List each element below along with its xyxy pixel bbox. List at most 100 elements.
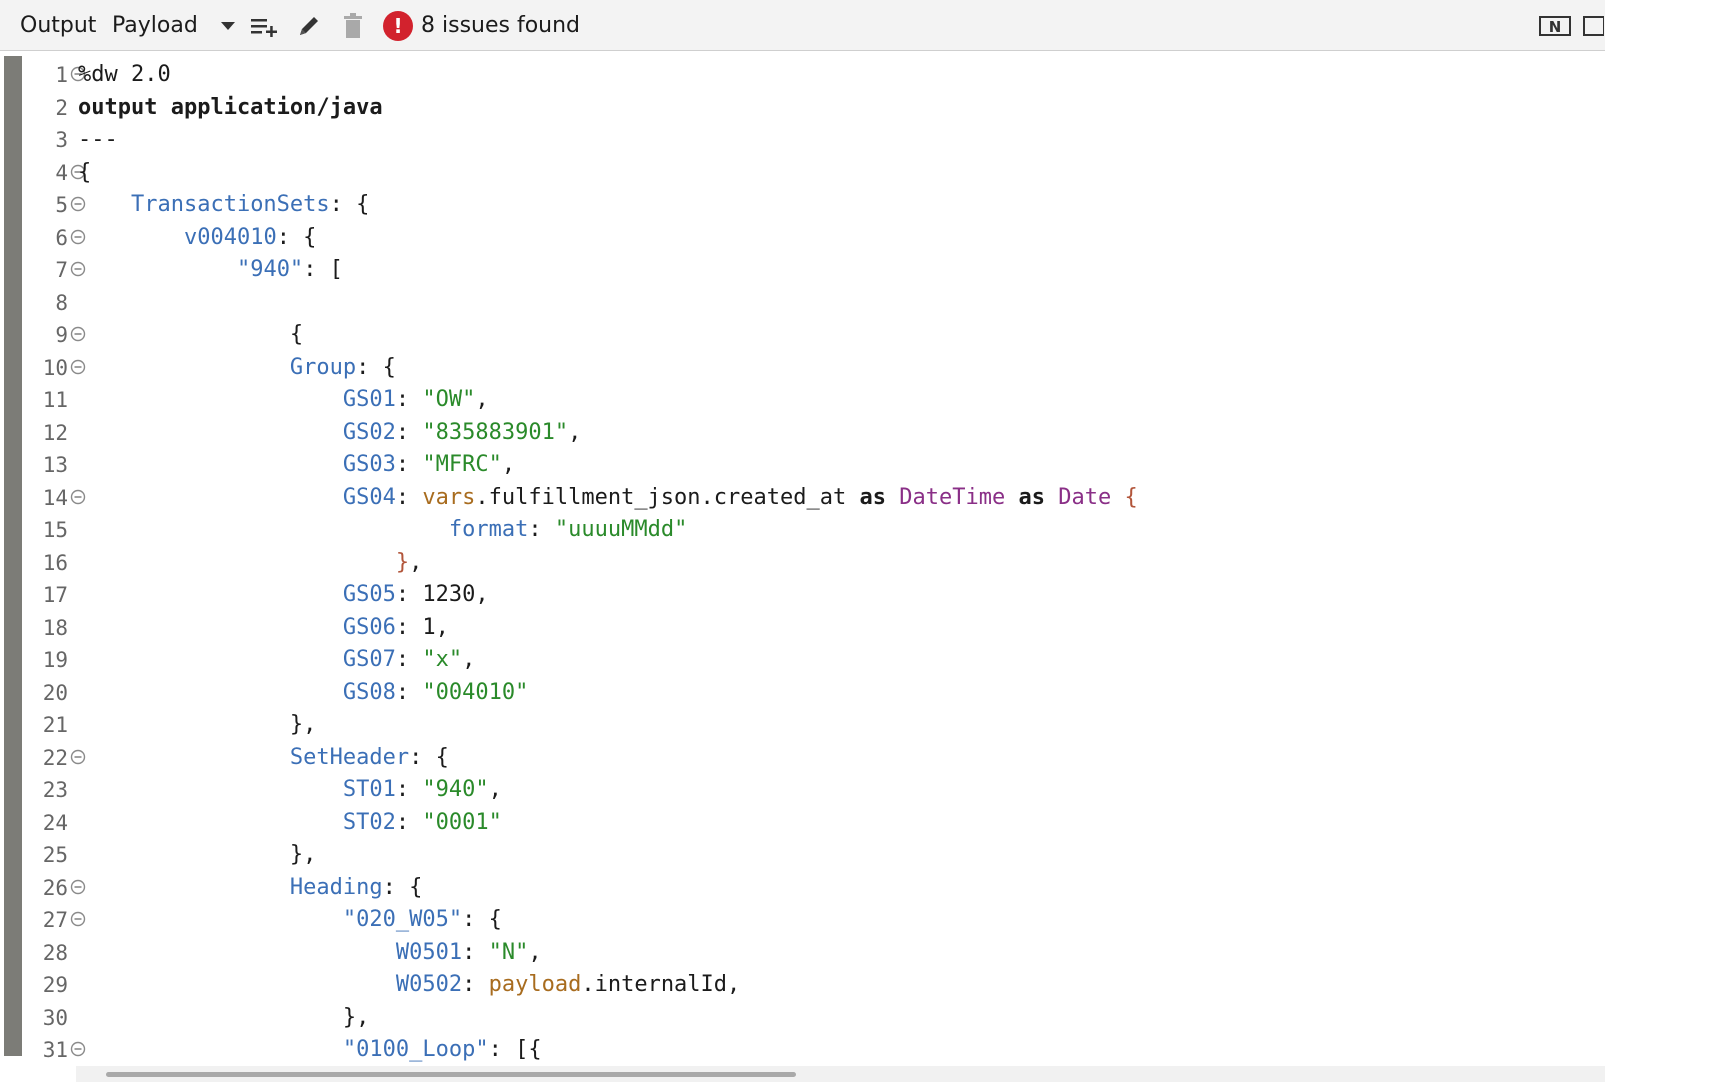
line-number: 18 xyxy=(42,615,68,640)
fold-icon[interactable] xyxy=(70,911,86,927)
code-text[interactable]: }, xyxy=(78,709,317,742)
code-text[interactable]: GS04: vars.fulfillment_json.created_at a… xyxy=(78,482,1138,515)
code-token: "0100_Loop" xyxy=(342,1037,489,1062)
code-token: as xyxy=(859,484,886,510)
trash-icon[interactable] xyxy=(340,12,366,40)
code-token: --- xyxy=(78,127,118,152)
fold-icon[interactable] xyxy=(70,879,86,895)
append-lines-icon[interactable] xyxy=(248,12,280,40)
scrollbar-thumb[interactable] xyxy=(106,1072,796,1077)
code-token xyxy=(78,680,343,705)
fold-icon[interactable] xyxy=(70,164,86,180)
line-number: 6 xyxy=(55,225,68,250)
line-number: 25 xyxy=(42,843,68,867)
code-token: { xyxy=(78,322,304,347)
code-text[interactable]: GS08: "004010" xyxy=(78,677,528,710)
code-text[interactable]: { xyxy=(78,157,91,190)
code-text[interactable]: %dw 2.0 xyxy=(78,59,171,92)
fold-icon[interactable] xyxy=(70,326,86,342)
horizontal-scrollbar[interactable] xyxy=(76,1066,1605,1082)
code-token: , xyxy=(568,419,582,445)
code-token: : xyxy=(395,419,423,445)
code-token: : { xyxy=(329,192,370,217)
line-number: 26 xyxy=(42,875,68,900)
error-icon: ! xyxy=(383,11,413,41)
fold-icon[interactable] xyxy=(70,196,86,212)
code-token: output application/java xyxy=(78,94,383,120)
fold-icon[interactable] xyxy=(70,229,86,245)
line-number: 4 xyxy=(55,160,68,185)
target-selector[interactable]: Payload xyxy=(112,13,198,38)
n-view-icon[interactable]: N xyxy=(1538,12,1572,40)
issues-count-text[interactable]: 8 issues found xyxy=(421,13,581,38)
fold-icon[interactable] xyxy=(70,261,86,277)
code-text[interactable]: SetHeader: { xyxy=(78,742,449,775)
fold-icon[interactable] xyxy=(70,1041,86,1057)
code-token: SetHeader xyxy=(289,744,410,770)
code-token: payload xyxy=(488,972,582,997)
code-text[interactable]: }, xyxy=(78,547,423,580)
code-token xyxy=(78,355,290,380)
code-token: "004010" xyxy=(422,679,529,705)
code-text[interactable] xyxy=(78,287,91,320)
code-text[interactable]: v004010: { xyxy=(78,222,316,255)
panel-icon[interactable] xyxy=(1582,12,1604,40)
code-text[interactable]: GS02: "835883901", xyxy=(78,417,581,450)
fold-icon[interactable] xyxy=(70,749,86,765)
code-token: : { xyxy=(276,224,317,250)
code-text[interactable]: GS01: "OW", xyxy=(78,384,489,417)
code-text[interactable]: "020_W05": { xyxy=(78,904,502,937)
fold-icon[interactable] xyxy=(70,489,86,505)
code-token: "N" xyxy=(488,939,529,965)
code-text[interactable]: GS06: 1, xyxy=(78,612,449,645)
code-text[interactable]: output application/java xyxy=(78,92,383,125)
line-number: 12 xyxy=(42,420,68,445)
code-text[interactable]: ST02: "0001" xyxy=(78,807,502,840)
code-text[interactable]: W0501: "N", xyxy=(78,937,542,970)
code-text[interactable]: GS07: "x", xyxy=(78,644,475,677)
code-text[interactable]: format: "uuuuMMdd" xyxy=(78,514,687,547)
code-token xyxy=(78,777,343,802)
line-number: 29 xyxy=(42,973,68,997)
code-text[interactable]: W0502: payload.internalId, xyxy=(78,969,740,1002)
fold-icon[interactable] xyxy=(70,359,86,375)
line-number: 10 xyxy=(42,355,68,380)
svg-text:N: N xyxy=(1549,18,1562,36)
code-text[interactable]: GS03: "MFRC", xyxy=(78,449,515,482)
code-token xyxy=(78,940,396,965)
code-token: : { xyxy=(382,874,423,900)
code-text[interactable]: "940": [ xyxy=(78,254,343,287)
code-text[interactable]: { xyxy=(78,319,303,352)
code-text[interactable]: Heading: { xyxy=(78,872,422,905)
code-text[interactable]: }, xyxy=(78,839,317,872)
code-token xyxy=(78,745,290,770)
code-token: : 1230, xyxy=(395,582,489,607)
code-text[interactable]: "0100_Loop": [{ xyxy=(78,1034,542,1062)
code-token: , xyxy=(488,777,502,802)
code-text[interactable]: Group: { xyxy=(78,352,396,385)
pencil-icon[interactable] xyxy=(294,12,324,40)
code-token: W0502 xyxy=(395,972,463,997)
code-token: "940" xyxy=(422,777,489,802)
code-token: .fulfillment_json.created_at xyxy=(475,484,860,510)
code-token: "uuuuMMdd" xyxy=(554,517,688,542)
code-text[interactable]: ST01: "940", xyxy=(78,774,502,807)
fold-icon[interactable] xyxy=(70,66,86,82)
code-token: : xyxy=(462,972,489,997)
code-text[interactable]: }, xyxy=(78,1002,370,1035)
code-token: v004010 xyxy=(183,224,277,250)
code-token: : xyxy=(395,647,423,672)
code-token: }, xyxy=(78,842,317,867)
code-text[interactable]: TransactionSets: { xyxy=(78,189,369,222)
code-token: { xyxy=(1124,484,1138,510)
code-token: GS08 xyxy=(342,679,396,705)
dropdown-arrow-icon[interactable] xyxy=(216,12,240,40)
code-token xyxy=(78,615,343,640)
code-token: : xyxy=(395,679,423,705)
code-token: } xyxy=(395,549,410,575)
code-token: "940" xyxy=(236,257,304,282)
code-token: GS07 xyxy=(342,647,396,672)
code-text[interactable]: --- xyxy=(78,124,118,157)
code-text[interactable]: GS05: 1230, xyxy=(78,579,489,612)
